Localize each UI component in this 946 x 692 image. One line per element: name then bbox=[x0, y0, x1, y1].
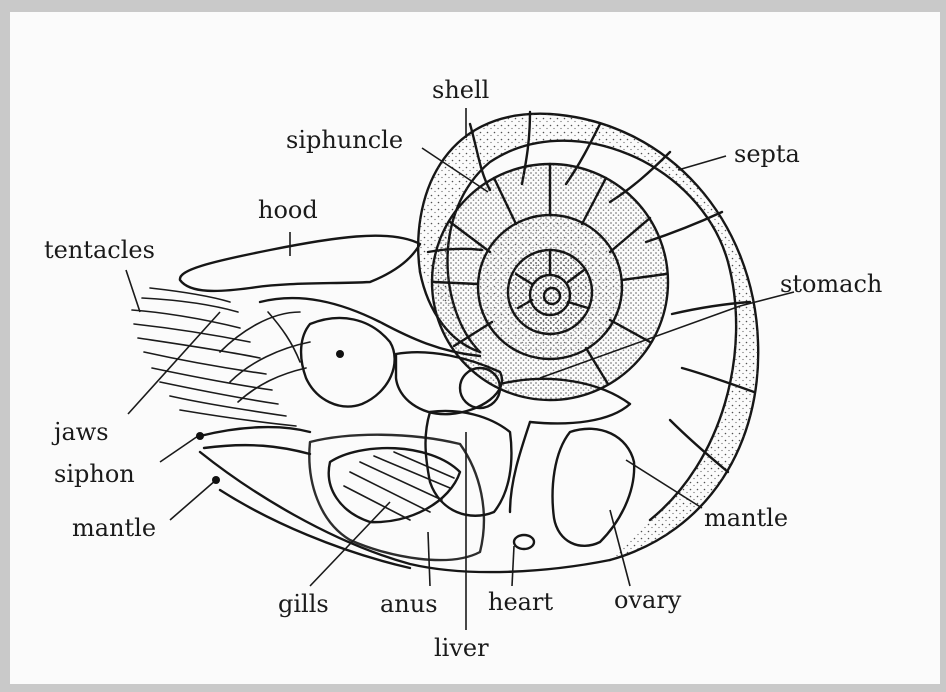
label-mantle-right: mantle bbox=[704, 504, 788, 532]
label-siphon: siphon bbox=[54, 460, 135, 488]
label-gills: gills bbox=[278, 590, 329, 618]
label-liver: liver bbox=[434, 634, 489, 662]
label-siphuncle: siphuncle bbox=[286, 126, 403, 154]
label-hood: hood bbox=[258, 196, 318, 224]
label-ovary: ovary bbox=[614, 586, 682, 614]
siphon-shape bbox=[200, 427, 310, 454]
label-septa: septa bbox=[734, 140, 800, 168]
label-shell: shell bbox=[432, 76, 489, 104]
hood-shape bbox=[180, 236, 420, 291]
label-jaws: jaws bbox=[51, 418, 109, 446]
tentacles-group bbox=[132, 288, 310, 426]
diagram-panel: shell siphuncle septa hood tentacles sto… bbox=[10, 12, 940, 684]
label-mantle-left: mantle bbox=[72, 514, 156, 542]
label-stomach: stomach bbox=[780, 270, 882, 298]
inner-spiral bbox=[432, 164, 668, 400]
label-heart: heart bbox=[488, 588, 553, 616]
label-anus: anus bbox=[380, 590, 438, 618]
label-tentacles: tentacles bbox=[44, 236, 155, 264]
nautilus-diagram: shell siphuncle septa hood tentacles sto… bbox=[10, 12, 940, 684]
